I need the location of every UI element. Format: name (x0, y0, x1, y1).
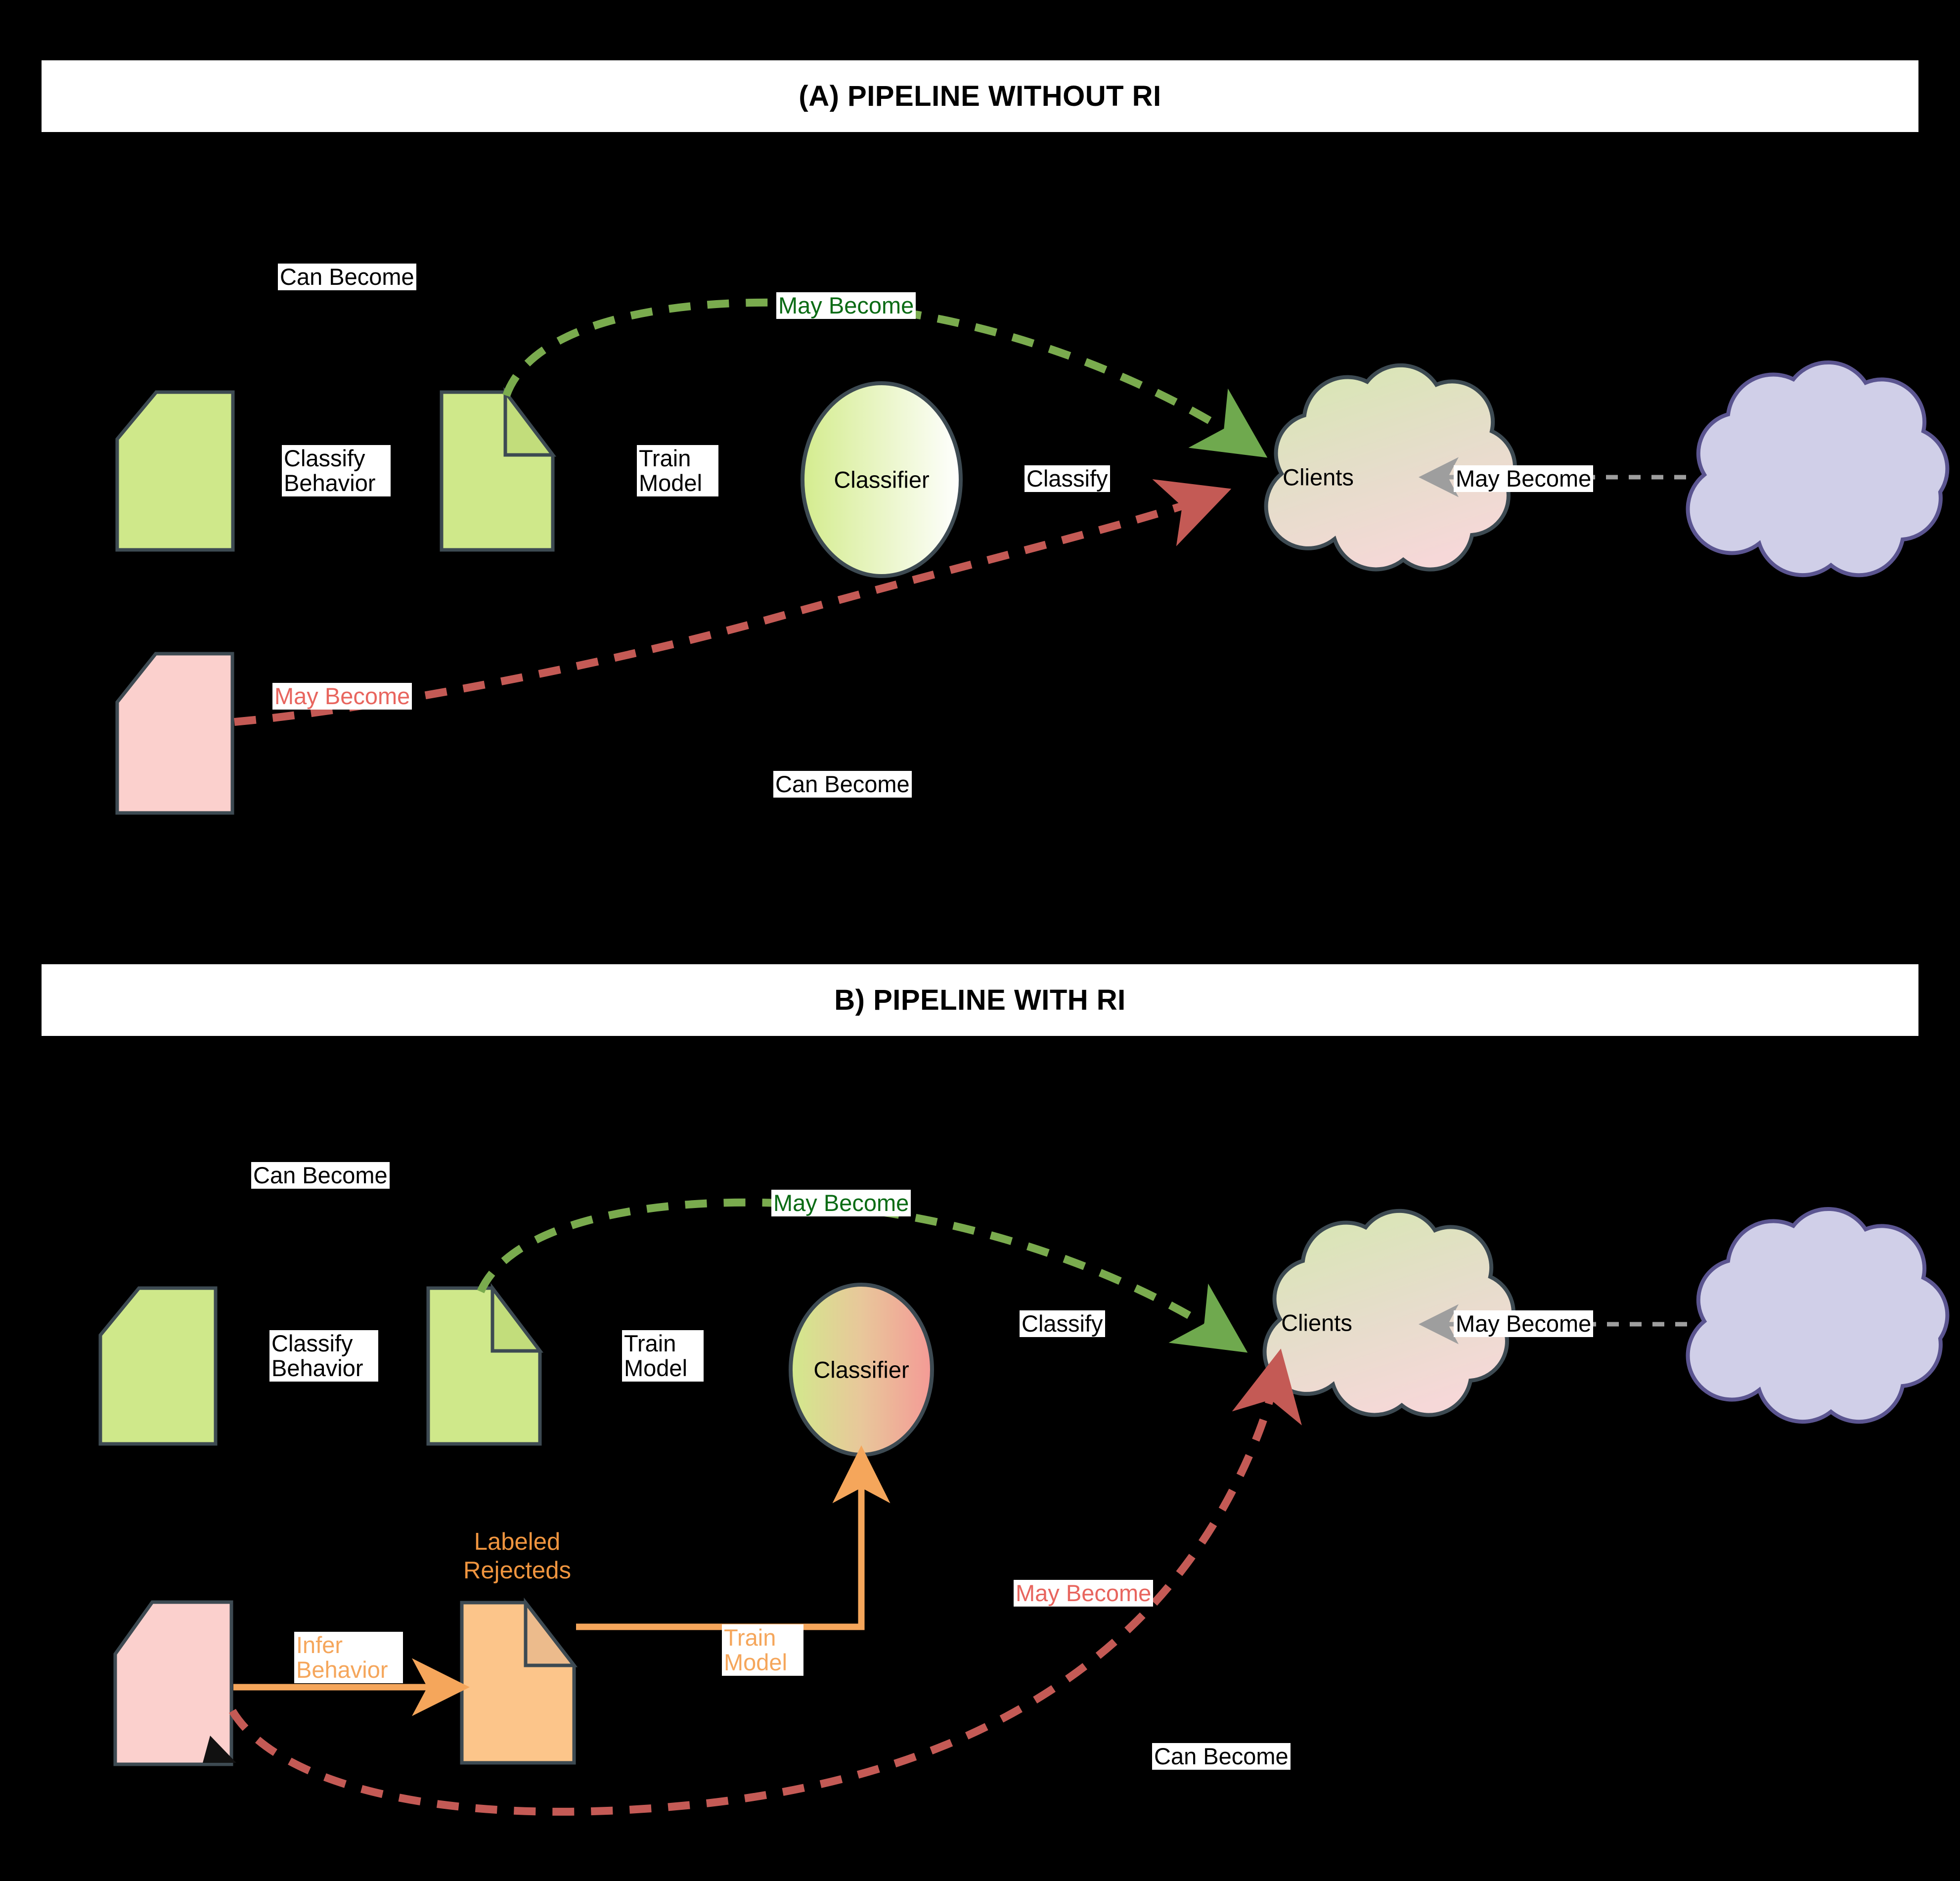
label-train-model-orange-b: Train Model (722, 1624, 803, 1676)
label-train-model-a-line2: Model (639, 469, 703, 496)
node-source-pink-a (115, 652, 234, 815)
node-classifier-a-label: Classifier (834, 466, 930, 493)
node-classifier-a (801, 381, 963, 578)
label-train-model-b: Train Model (622, 1330, 704, 1382)
label-may-become-red-a: May Become (272, 683, 412, 710)
node-labeled-rejecteds-doc-b (460, 1601, 576, 1765)
node-classifier-b-label: Classifier (813, 1356, 909, 1383)
node-external-cloud-b (1686, 1207, 1950, 1424)
node-labeled-rejecteds-label-b: Labeled Rejecteds (463, 1528, 571, 1585)
edge-arrowhead-pink-b (203, 1736, 236, 1763)
label-can-become-bottom-b: Can Become (1152, 1743, 1291, 1770)
edge-train-model-orange-b[interactable] (576, 1445, 891, 1630)
label-classify-behavior-a-line2: Behavior (284, 469, 376, 496)
edge-may-become-red-b[interactable] (229, 1348, 1302, 1816)
label-may-become-external-a: May Become (1454, 465, 1594, 492)
label-can-become-top-b: Can Become (251, 1162, 390, 1189)
label-can-become-top-a: Can Become (278, 264, 416, 290)
label-train-model-orange-b-line1: Train (724, 1624, 776, 1651)
node-source-green-b (98, 1286, 218, 1446)
edge-may-become-green-b[interactable] (477, 1198, 1248, 1353)
label-classify-b: Classify (1020, 1310, 1105, 1337)
node-clients-a-label: Clients (1283, 464, 1354, 491)
panel-a-title-banner: (A) PIPELINE WITHOUT RI (42, 60, 1918, 132)
label-train-model-a-line1: Train (639, 445, 691, 471)
node-dataset-green-b-shape (426, 1286, 542, 1446)
node-source-green-a-shape (115, 390, 235, 552)
panel-a-title: (A) PIPELINE WITHOUT RI (799, 80, 1161, 112)
node-external-cloud-a (1686, 360, 1950, 578)
label-train-model-a: Train Model (637, 445, 718, 496)
node-source-pink-b (113, 1600, 233, 1766)
node-clients-b-label: Clients (1281, 1309, 1352, 1336)
label-infer-behavior-b: Infer Behavior (294, 1632, 403, 1683)
panel-b-title-banner: B) PIPELINE WITH RI (42, 964, 1918, 1036)
node-dataset-green-b-fold (490, 1283, 544, 1353)
label-may-become-external-b: May Become (1454, 1310, 1594, 1337)
label-classify-a: Classify (1025, 465, 1110, 492)
label-classify-behavior-a-line1: Classify (284, 445, 365, 471)
label-classify-behavior-a: Classify Behavior (282, 445, 391, 496)
label-may-become-green-a: May Become (776, 292, 916, 319)
node-labeled-rejecteds-fold-b (524, 1597, 578, 1667)
label-infer-behavior-b-line1: Infer (296, 1632, 343, 1658)
label-train-model-b-line1: Train (624, 1330, 676, 1356)
panel-b-title: B) PIPELINE WITH RI (834, 984, 1126, 1016)
label-classify-behavior-b-line1: Classify (271, 1330, 353, 1356)
label-train-model-b-line2: Model (624, 1354, 688, 1381)
label-may-become-red-b: May Become (1014, 1580, 1154, 1607)
label-may-become-green-b: May Become (771, 1190, 911, 1216)
node-labeled-rejecteds-line1: Labeled (474, 1528, 561, 1555)
label-can-become-bottom-a: Can Become (773, 771, 912, 798)
edge-may-become-green-a[interactable] (502, 298, 1268, 458)
label-infer-behavior-b-line2: Behavior (296, 1656, 388, 1683)
node-labeled-rejecteds-line2: Rejecteds (463, 1557, 571, 1584)
label-classify-behavior-b-line2: Behavior (271, 1354, 363, 1381)
label-train-model-orange-b-line2: Model (724, 1649, 788, 1675)
label-classify-behavior-b: Classify Behavior (269, 1330, 378, 1382)
